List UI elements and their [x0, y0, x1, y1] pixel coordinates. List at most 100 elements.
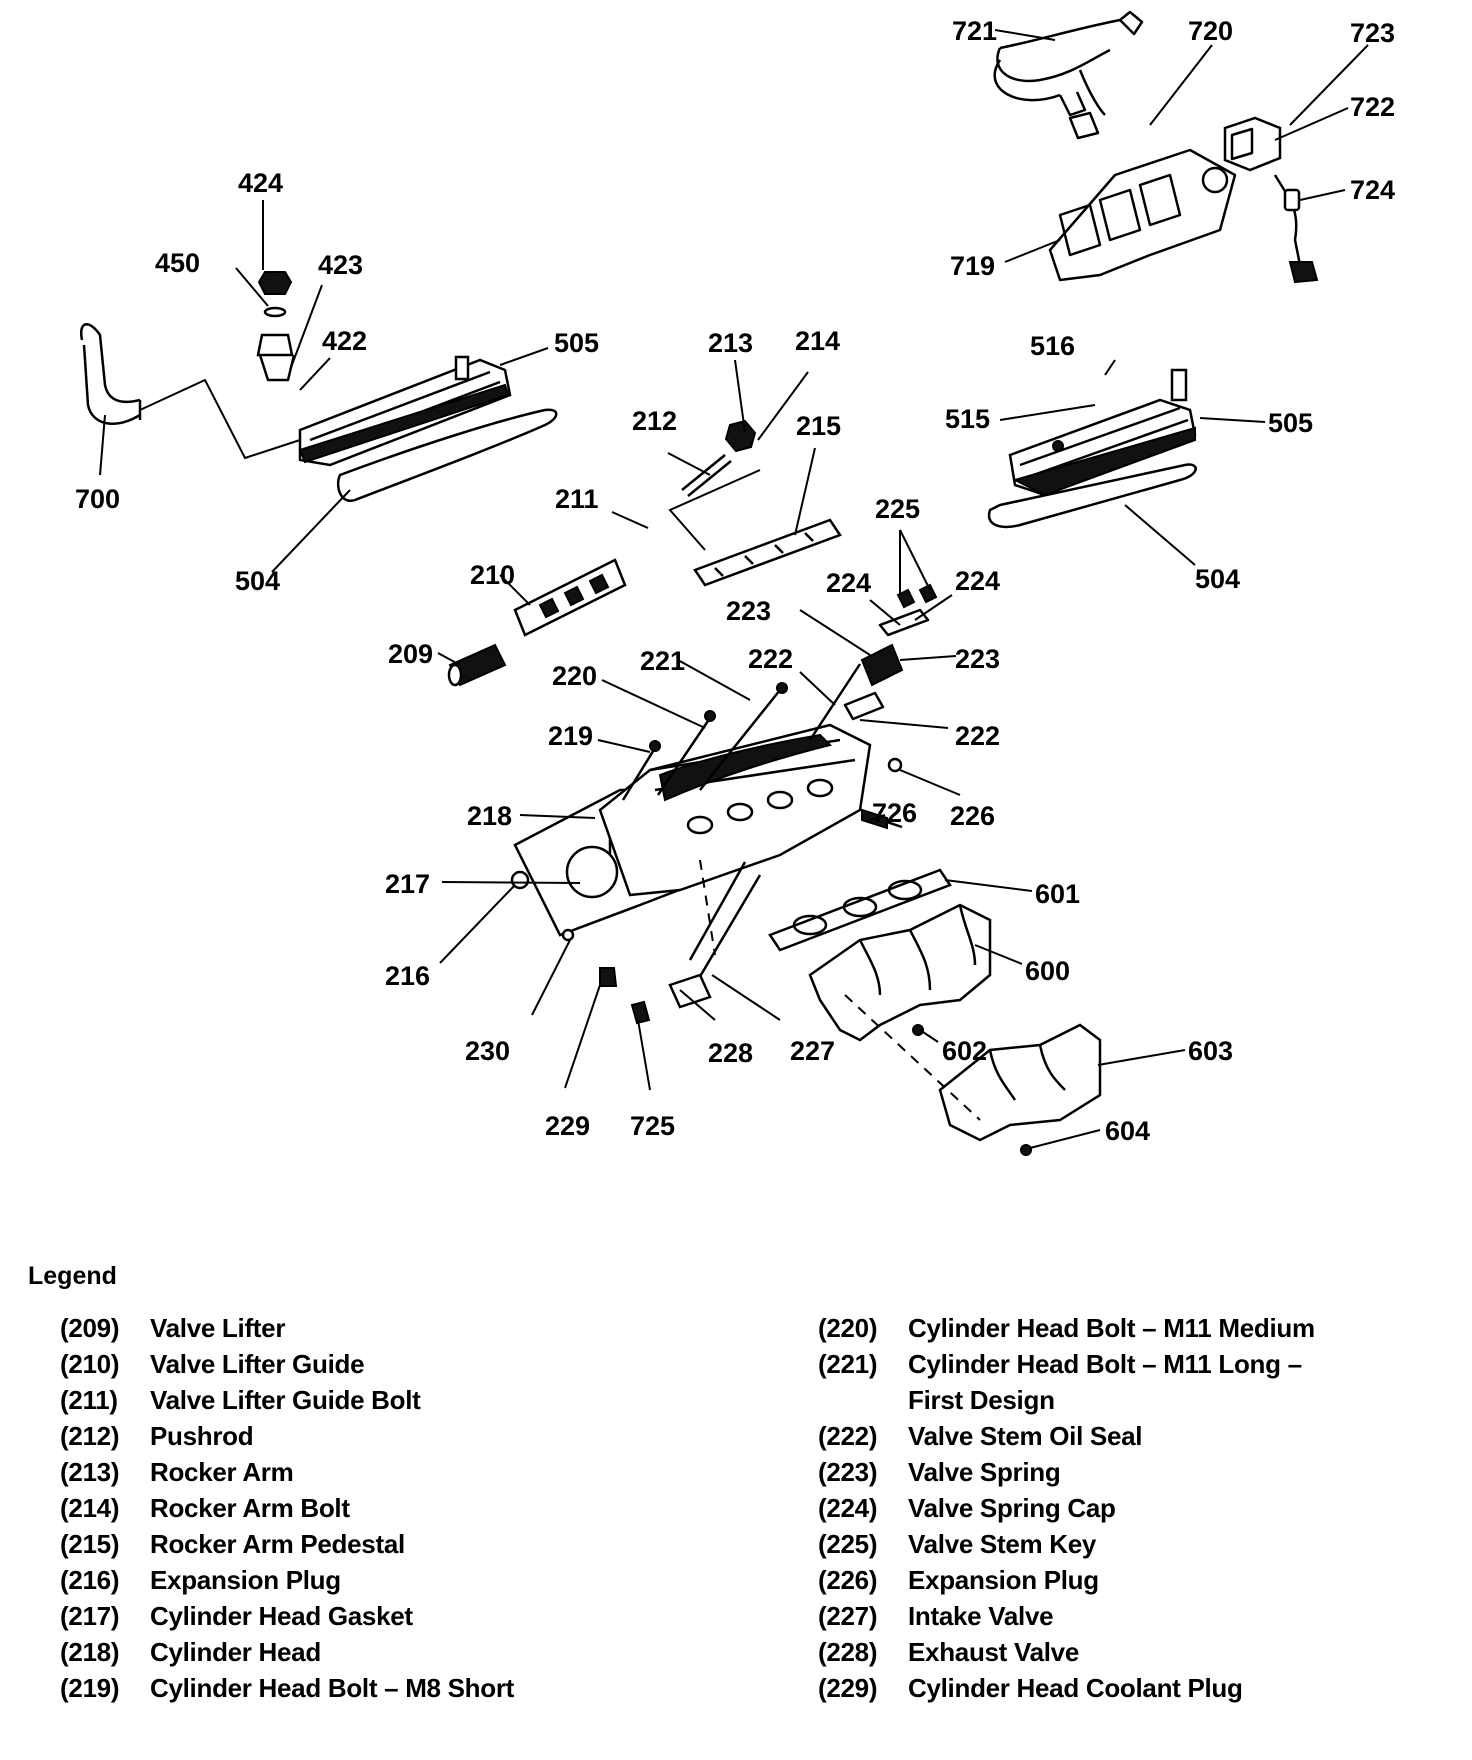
legend-number: (212): [60, 1421, 120, 1451]
callout-722: 722: [1350, 92, 1395, 122]
callout-604: 604: [1105, 1116, 1150, 1146]
callout-209: 209: [388, 639, 433, 669]
callout-720: 720: [1188, 16, 1233, 46]
callout-700: 700: [75, 484, 120, 514]
legend-number: (226): [818, 1565, 878, 1595]
legend-number: (222): [818, 1421, 878, 1451]
legend-number: (219): [60, 1673, 120, 1703]
legend-number: (216): [60, 1565, 120, 1595]
ignition-wiring-harness: [993, 10, 1144, 140]
legend-entry: (215) Rocker Arm Pedestal: [60, 1526, 680, 1562]
legend-entry: (225) Valve Stem Key: [818, 1526, 1438, 1562]
valve-spring-stack: [843, 583, 938, 721]
legend-number: (215): [60, 1529, 120, 1559]
callout-211: 211: [555, 484, 599, 514]
manifold-bolts: [844, 994, 1032, 1156]
legend-label: Valve Stem Oil Seal: [908, 1421, 1143, 1451]
legend-entry: (216)Expansion Plug: [60, 1562, 680, 1598]
legend-entry: (220)Cylinder Head Bolt – M11 Medium: [818, 1310, 1438, 1346]
callout-725: 725: [630, 1111, 675, 1141]
legend-label: Expansion Plug: [908, 1565, 1099, 1595]
legend-title: Legend: [28, 1262, 117, 1290]
callout-210: 210: [470, 560, 515, 590]
legend-number: (224): [818, 1493, 878, 1523]
legend-label: Intake Valve: [908, 1601, 1054, 1631]
exploded-parts-diagram: 721 720 723 722 724 719 424 450 423 422 …: [75, 10, 1395, 1156]
legend-label: Cylinder Head: [150, 1637, 321, 1667]
legend-right-column: (220)Cylinder Head Bolt – M11 Medium (22…: [818, 1310, 1438, 1706]
legend-entry: (218)Cylinder Head: [60, 1634, 680, 1670]
legend-entry: (219)Cylinder Head Bolt – M8 Short: [60, 1670, 680, 1706]
left-rocker-cover-gasket: [336, 408, 558, 503]
callout-222-right: 222: [955, 721, 1000, 751]
valves: [668, 859, 762, 1009]
legend-entry: (226) Expansion Plug: [818, 1562, 1438, 1598]
callout-215: 215: [796, 411, 841, 441]
callout-601: 601: [1035, 879, 1080, 909]
legend-entry: (217)Cylinder Head Gasket: [60, 1598, 680, 1634]
callout-223-right: 223: [955, 644, 1000, 674]
coolant-plugs: [599, 967, 651, 1025]
callout-505-left: 505: [554, 328, 599, 358]
legend-entry: (227)Intake Valve: [818, 1598, 1438, 1634]
callout-218: 218: [467, 801, 512, 831]
legend-entry: (211)Valve Lifter Guide Bolt: [60, 1382, 680, 1418]
legend-entry: (212)Pushrod: [60, 1418, 680, 1454]
legend-label: Cylinder Head Gasket: [150, 1601, 413, 1631]
legend-entry: (213)Rocker Arm: [60, 1454, 680, 1490]
legend-number: (221): [818, 1349, 878, 1379]
callout-212: 212: [632, 406, 677, 436]
callout-603: 603: [1188, 1036, 1233, 1066]
rocker-arm-pedestal: [693, 518, 842, 587]
exhaust-manifold: [808, 903, 992, 1042]
callout-226: 226: [950, 801, 995, 831]
legend-entry: (214) Rocker Arm Bolt: [60, 1490, 680, 1526]
right-rocker-cover-gasket: [987, 463, 1197, 529]
callout-224-right: 224: [955, 566, 1000, 596]
callout-225: 225: [875, 494, 920, 524]
right-rocker-cover: [1008, 368, 1197, 497]
callout-505-right: 505: [1268, 408, 1313, 438]
callout-229: 229: [545, 1111, 590, 1141]
callout-222-left: 222: [748, 644, 793, 674]
callout-726: 726: [872, 798, 917, 828]
valve-lifter-guide: [513, 558, 627, 637]
exhaust-manifold-gasket: [768, 868, 952, 952]
callout-216: 216: [385, 961, 430, 991]
legend-entry: (224)Valve Spring Cap: [818, 1490, 1438, 1526]
legend-label: Valve Stem Key: [908, 1529, 1097, 1559]
cylinder-head: [598, 723, 872, 897]
legend-label: Rocker Arm Pedestal: [150, 1529, 405, 1559]
ignition-coil-bracket: [1048, 148, 1237, 282]
legend-entry: (209)Valve Lifter: [60, 1310, 680, 1346]
callout-724: 724: [1350, 175, 1395, 205]
legend-label: Cylinder Head Coolant Plug: [908, 1673, 1243, 1703]
callout-424: 424: [238, 168, 283, 198]
callout-515: 515: [945, 404, 990, 434]
legend-label: Valve Lifter Guide Bolt: [150, 1385, 421, 1415]
callout-214: 214: [795, 326, 840, 356]
legend-label: Cylinder Head Bolt – M11 Long – First De…: [908, 1349, 1302, 1415]
callout-719: 719: [950, 251, 995, 281]
callout-504-right: 504: [1195, 564, 1240, 594]
legend-left-column: (209)Valve Lifter (210)Valve Lifter Guid…: [60, 1310, 680, 1706]
legend-number: (223): [818, 1457, 878, 1487]
legend-entry: (210)Valve Lifter Guide: [60, 1346, 680, 1382]
legend-entry: (222) Valve Stem Oil Seal: [818, 1418, 1438, 1454]
callout-723: 723: [1350, 18, 1395, 48]
callout-422: 422: [322, 326, 367, 356]
legend-entry: (228)Exhaust Valve: [818, 1634, 1438, 1670]
callout-600: 600: [1025, 956, 1070, 986]
callout-516: 516: [1030, 331, 1075, 361]
pushrod: [681, 454, 732, 497]
spark-plug-wire: [1273, 174, 1319, 284]
legend-entry: (221) Cylinder Head Bolt – M11 Long – Fir…: [818, 1346, 1438, 1418]
exhaust-heat-shield: [938, 1023, 1102, 1142]
callout-228: 228: [708, 1038, 753, 1068]
callout-721: 721: [952, 16, 997, 46]
callout-221: 221: [640, 646, 685, 676]
legend-label: Rocker Arm Bolt: [150, 1493, 350, 1523]
legend-number: (209): [60, 1313, 120, 1343]
legend-number: (214): [60, 1493, 120, 1523]
legend-number: (225): [818, 1529, 878, 1559]
